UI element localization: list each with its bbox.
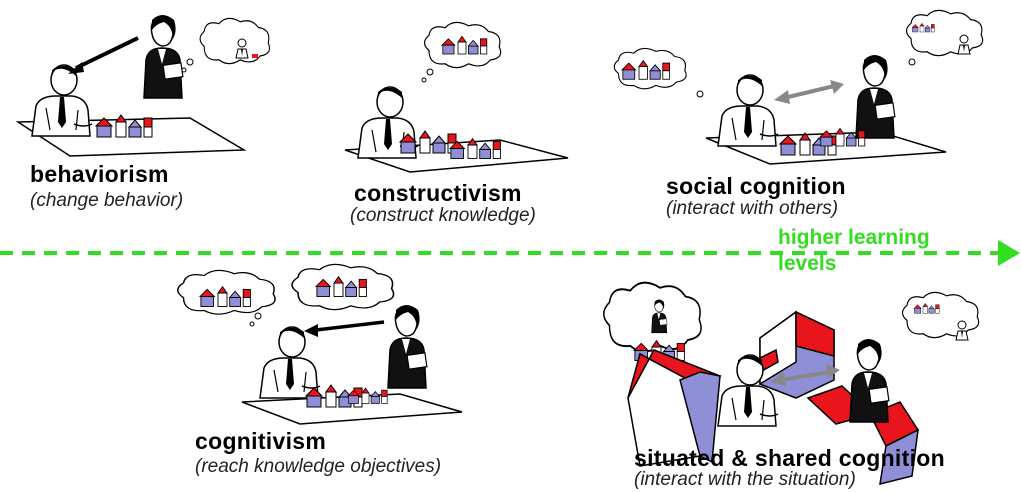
social-cognition-subtitle: (interact with others)	[666, 198, 839, 219]
social-cognition-title: social cognition	[666, 173, 846, 199]
situated-cognition-title: situated & shared cognition	[634, 445, 945, 471]
cognitivism-illustration	[177, 263, 463, 425]
cognitivism-title: cognitivism	[195, 428, 327, 454]
behaviorism-illustration	[15, 14, 271, 157]
constructivism-illustration	[344, 21, 569, 173]
constructivism-subtitle: (construct knowledge)	[350, 205, 536, 226]
behaviorism-subtitle: (change behavior)	[30, 190, 184, 211]
behaviorism-title: behaviorism	[30, 161, 169, 187]
situated-cognition-subtitle: (interact with the situation)	[634, 469, 856, 490]
cognitivism-subtitle: (reach knowledge objectives)	[195, 456, 442, 477]
constructivism-title: constructivism	[354, 180, 522, 206]
higher-learning-label: higher learning	[778, 226, 930, 249]
situated-cognition-illustration	[602, 281, 980, 486]
social-cognition-illustration	[613, 9, 984, 165]
learning-level-axis	[0, 240, 1020, 266]
levels-label: levels	[778, 252, 837, 275]
